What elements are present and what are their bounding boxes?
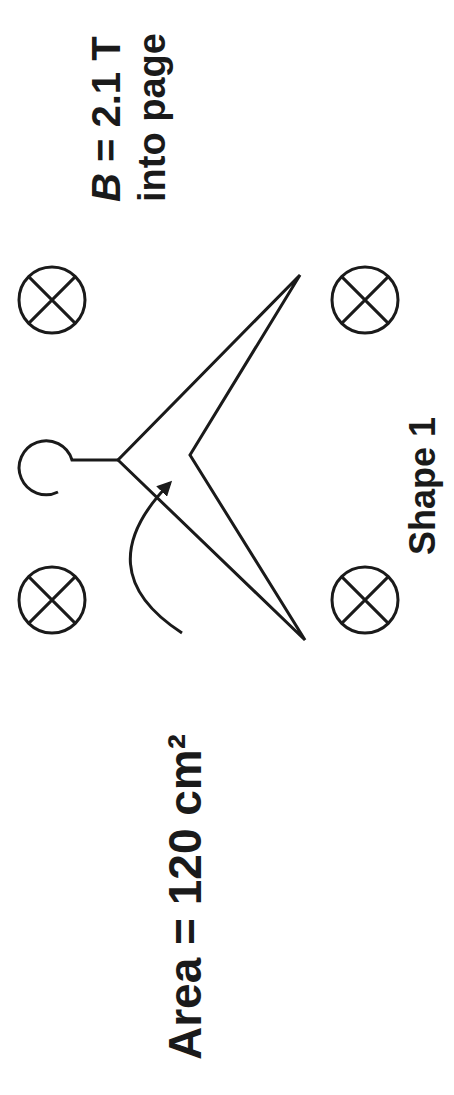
field-value: B = 2.1 T	[84, 36, 128, 202]
field-into-page-symbol	[332, 267, 398, 333]
symbol-circle	[332, 267, 398, 333]
field-into-page-symbol	[332, 567, 398, 633]
symbol-cross	[29, 577, 76, 624]
area-value: Area = 120 cm²	[160, 734, 211, 1060]
symbol-cross	[342, 277, 389, 324]
coat-hanger	[19, 275, 305, 640]
hanger-stem	[80, 459, 118, 462]
symbol-circle	[19, 267, 85, 333]
field-symbols	[19, 267, 398, 633]
hanger-body	[118, 275, 305, 640]
symbol-circle	[19, 567, 85, 633]
symbol-circle	[332, 567, 398, 633]
field-direction: into page	[132, 33, 174, 202]
shape-name: Shape 1	[403, 417, 443, 555]
field-into-page-symbol	[19, 267, 85, 333]
hanger-hook	[19, 441, 80, 495]
symbol-cross	[29, 277, 76, 324]
field-into-page-symbol	[19, 567, 85, 633]
area-arrow	[130, 483, 182, 633]
symbol-cross	[342, 577, 389, 624]
